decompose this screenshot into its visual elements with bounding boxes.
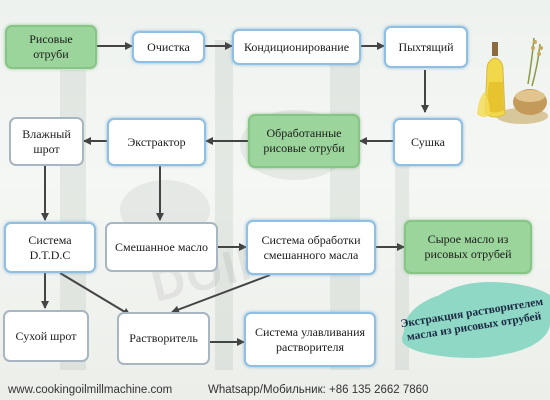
node-rice-bran: Рисовые отруби <box>5 25 97 69</box>
oil-bottle-illustration <box>477 37 548 124</box>
node-puffer: Пыхтящий <box>384 26 468 68</box>
node-solvent: Растворитель <box>117 312 210 365</box>
node-dry-meal: Сухой шрот <box>3 310 89 362</box>
arrow-system-to-solvent <box>171 274 271 314</box>
arrow-dtdc-to-solvent <box>59 272 131 316</box>
node-drying: Сушка <box>393 118 463 166</box>
node-extractor: Экстрактор <box>107 118 206 166</box>
node-cleaning: Очистка <box>132 31 205 63</box>
node-solvent-recovery: Система улавливания растворителя <box>244 312 376 367</box>
footer-contact: Whatsapp/Мобильник: +86 135 2662 7860 <box>208 384 429 396</box>
node-dtdc-system: Система D.T.D.C <box>4 222 96 273</box>
node-wet-meal: Влажный шрот <box>9 117 84 166</box>
node-crude-rice-bran-oil: Сырое масло из рисовых отрубей <box>404 220 532 274</box>
node-mixed-oil: Смешанное масло <box>105 222 218 272</box>
node-processed-rice-bran: Обработанные рисовые отруби <box>248 114 360 168</box>
background-column <box>395 150 409 370</box>
background-column <box>215 40 233 370</box>
node-mixed-oil-system: Система обработки смешанного масла <box>246 220 376 275</box>
footer-website: www.cookingoilmillmachine.com <box>8 384 173 396</box>
caption-cloud <box>404 290 550 356</box>
node-conditioning: Кондиционирование <box>232 29 361 65</box>
